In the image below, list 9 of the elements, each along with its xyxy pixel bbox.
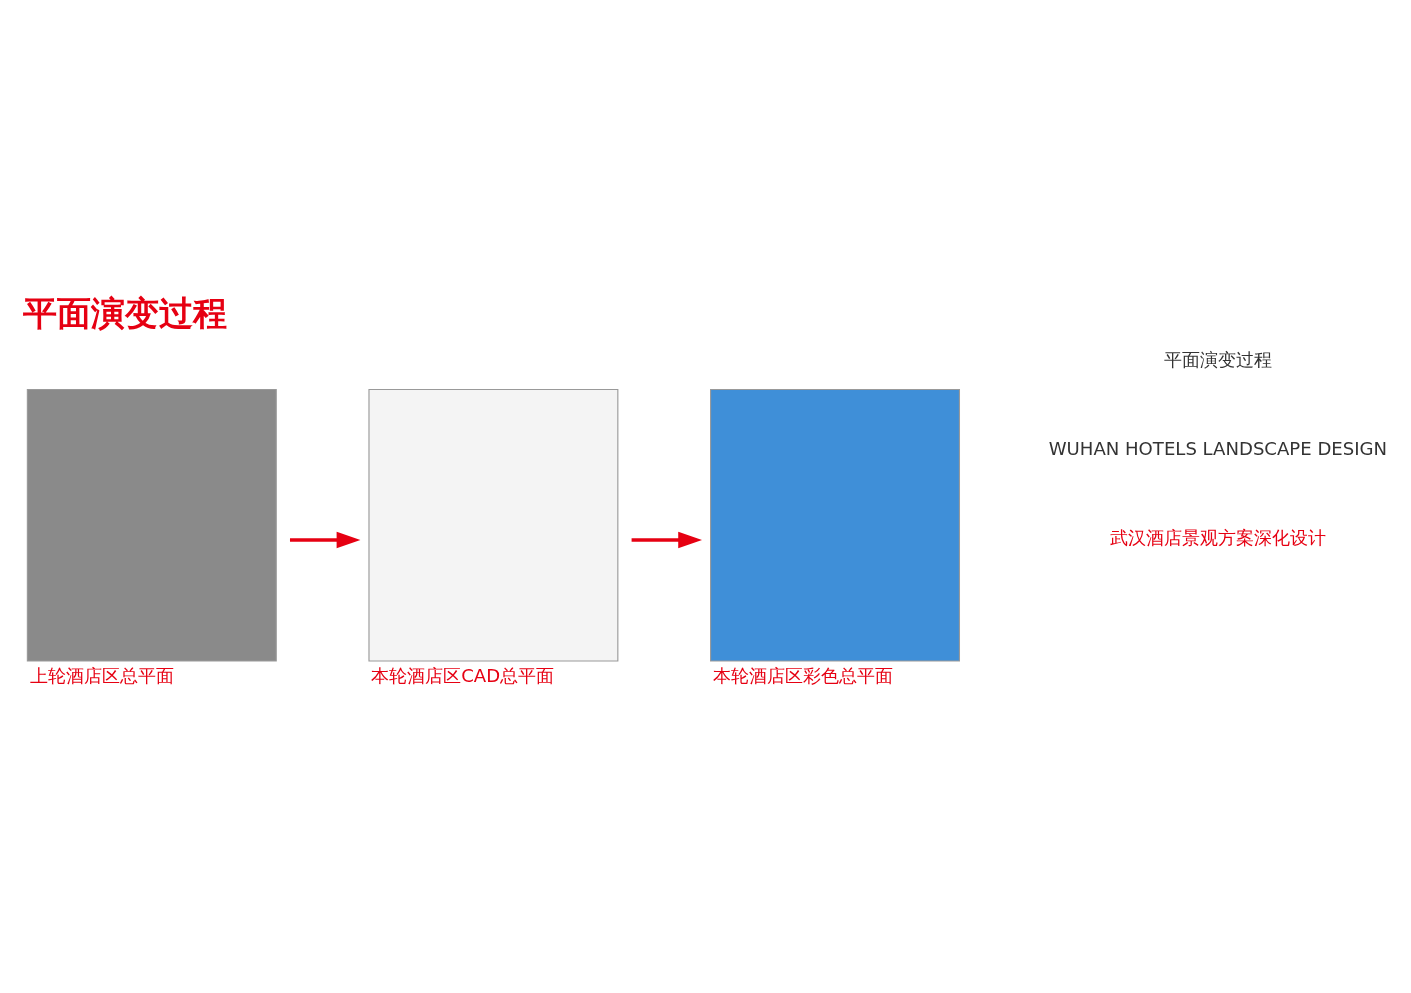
node-label: 本轮酒店区彩色总平面 bbox=[712, 664, 893, 686]
label: 武汉酒店景观方案深化设计 bbox=[1109, 526, 1326, 548]
label: 平面演变过程 bbox=[1163, 348, 1272, 370]
label: WUHAN HOTELS LANDSCAPE DESIGN bbox=[1048, 437, 1388, 459]
diagram-title: 平面演变过程 bbox=[22, 293, 227, 333]
arrow bbox=[290, 531, 361, 548]
node-label: 本轮酒店区CAD总平面 bbox=[371, 664, 555, 686]
node-label: 上轮酒店区总平面 bbox=[29, 664, 174, 686]
arrow bbox=[631, 531, 702, 548]
